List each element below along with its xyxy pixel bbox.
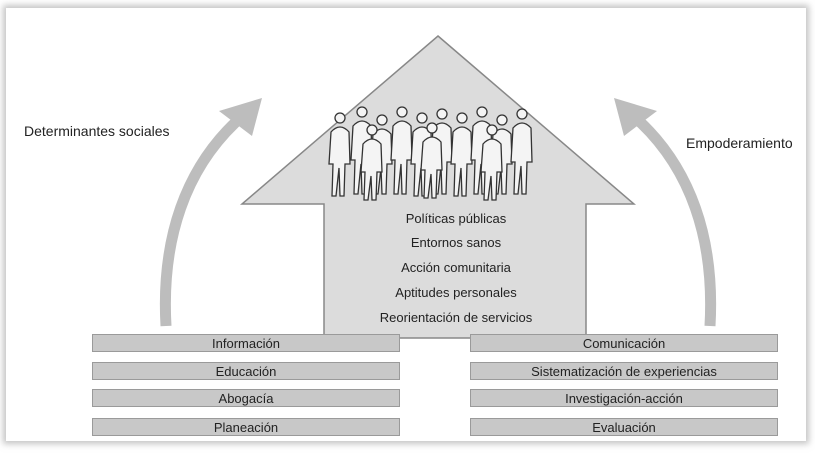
- box-educacion: Educación: [92, 362, 400, 380]
- people-icon: [328, 106, 533, 201]
- diagram-frame: Determinantes sociales Empoderamiento Po…: [6, 8, 806, 441]
- house-item-accion: Acción comunitaria: [401, 260, 511, 275]
- box-sistematizacion: Sistematización de experiencias: [470, 362, 778, 380]
- diagram-graphics: [159, 35, 717, 339]
- box-abogacia: Abogacía: [92, 389, 400, 407]
- right-arrow-head: [614, 98, 657, 136]
- box-comunicacion: Comunicación: [470, 334, 778, 352]
- box-informacion: Información: [92, 334, 400, 352]
- left-curved-arrow: [159, 115, 242, 327]
- box-planeacion: Planeación: [92, 418, 400, 436]
- box-investigacion: Investigación-acción: [470, 389, 778, 407]
- left-arrow-head: [219, 98, 262, 136]
- house-item-politicas: Políticas públicas: [405, 211, 507, 226]
- right-arrow-label: Empoderamiento: [686, 135, 793, 151]
- house-item-entornos: Entornos sanos: [410, 235, 502, 250]
- house-item-reorientacion: Reorientación de servicios: [379, 310, 533, 325]
- house-item-aptitudes: Aptitudes personales: [395, 285, 517, 300]
- left-arrow-label: Determinantes sociales: [24, 123, 170, 139]
- right-curved-arrow: [634, 115, 717, 327]
- box-evaluacion: Evaluación: [470, 418, 778, 436]
